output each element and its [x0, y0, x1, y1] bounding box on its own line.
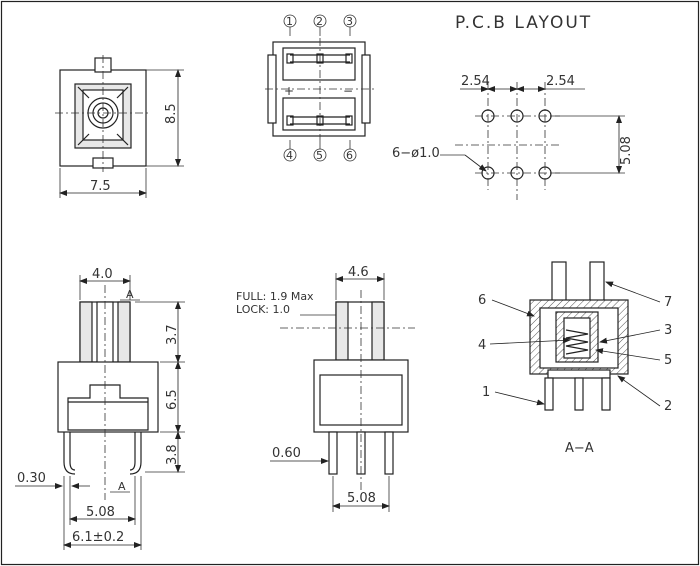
plus-sign: + [284, 84, 294, 98]
pcb-layout: P.C.B LAYOUT 2.54 2.54 5.08 6−ø1.0 [392, 13, 634, 200]
front-h3: 3.8 [165, 444, 180, 465]
side-top-width: 4.6 [348, 265, 369, 280]
minus-sign: − [343, 84, 353, 98]
top-view: 7.5 8.5 [55, 55, 184, 198]
pcb-hole-callout: 6−ø1.0 [392, 146, 440, 161]
pcb-layout-title: P.C.B LAYOUT [455, 13, 592, 33]
section-marker-bottom: A [118, 480, 126, 493]
section-caption: A−A [565, 441, 594, 456]
callout-4: 4 [478, 338, 486, 353]
front-h1: 3.7 [165, 324, 180, 345]
callout-6: 6 [478, 293, 486, 308]
top-view-height-label: 8.5 [164, 103, 179, 124]
pin-2-label: 2 [316, 15, 323, 28]
callout-1: 1 [482, 385, 490, 400]
pcb-pitch-left: 2.54 [461, 74, 490, 89]
pin-view: + − 1 2 3 4 5 6 [265, 14, 375, 162]
section-view: 6 7 3 4 5 1 2 A−A [478, 261, 672, 456]
pin-6-label: 6 [346, 149, 353, 162]
side-view: FULL: 1.9 Max LOCK: 1.0 4.6 0.60 5.08 [236, 265, 415, 512]
callout-2: 2 [664, 399, 672, 414]
front-pin-pitch: 5.08 [86, 505, 115, 520]
top-view-width-label: 7.5 [90, 179, 111, 194]
side-pin-pitch: 5.08 [347, 491, 376, 506]
callout-3: 3 [664, 323, 672, 338]
pin-5-label: 5 [316, 149, 323, 162]
pin-4-label: 4 [286, 149, 293, 162]
pcb-row-spacing: 5.08 [619, 136, 634, 165]
front-view: A 4.0 3.7 6.5 3.8 A 0.30 5.08 6.1±0.2 [15, 267, 185, 550]
full-travel-label: FULL: 1.9 Max [236, 290, 314, 303]
pin-3-label: 3 [346, 15, 353, 28]
pcb-pitch-right: 2.54 [546, 74, 575, 89]
callout-7: 7 [664, 295, 672, 310]
front-pin-thickness: 0.30 [17, 471, 46, 486]
side-pin-width: 0.60 [272, 446, 301, 461]
callout-5: 5 [664, 353, 672, 368]
lock-travel-label: LOCK: 1.0 [236, 303, 290, 316]
front-total-width: 6.1±0.2 [72, 530, 124, 545]
front-h2: 6.5 [165, 389, 180, 410]
pin-1-label: 1 [286, 15, 293, 28]
front-top-width: 4.0 [92, 267, 113, 282]
